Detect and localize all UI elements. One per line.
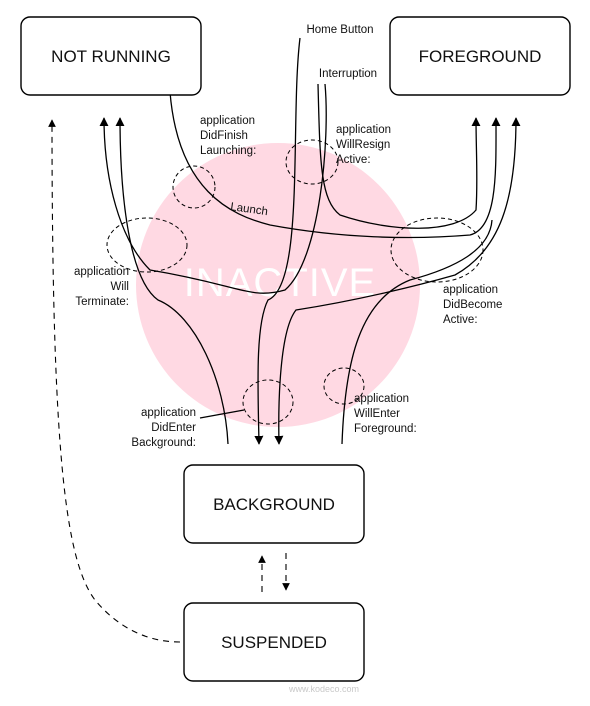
interruption-label: Interruption [319,68,377,80]
state-background: BACKGROUND [183,464,365,544]
will-resign-active-ring [285,139,339,185]
state-foreground: FOREGROUND [389,16,571,96]
will-enter-foreground-callout: application WillEnter Foreground: [354,393,417,435]
svg-text:WillEnter: WillEnter [354,408,400,420]
will-resign-active-callout: application WillResign Active: [336,124,391,166]
will-enter-foreground-path [341,219,493,445]
not-running-label: NOT RUNNING [51,47,171,66]
svg-text:Launching:: Launching: [200,145,256,157]
state-suspended: SUSPENDED [183,602,365,682]
background-label: BACKGROUND [213,495,335,514]
svg-text:application: application [336,124,391,136]
svg-text:DidFinish: DidFinish [200,130,248,142]
foreground-to-background-path [274,117,521,445]
svg-text:Terminate:: Terminate: [75,296,129,308]
svg-text:Foreground:: Foreground: [354,423,417,435]
svg-text:DidEnter: DidEnter [151,422,196,434]
did-become-active-callout: application DidBecome Active: [443,284,502,326]
svg-text:Active:: Active: [336,154,371,166]
svg-text:WillResign: WillResign [336,139,390,151]
did-enter-background-leader [199,409,245,419]
will-terminate-ring [106,217,188,273]
svg-text:Will: Will [110,281,129,293]
svg-text:application: application [443,284,498,296]
svg-text:application: application [200,115,255,127]
transition-curves [99,37,521,445]
did-finish-launching-ring [172,165,216,209]
home-button-label: Home Button [306,24,373,36]
svg-text:DidBecome: DidBecome [443,299,502,311]
svg-text:application: application [141,407,196,419]
watermark: www.kodeco.com [288,684,359,694]
svg-text:Background:: Background: [131,437,196,449]
did-finish-launching-callout: application DidFinish Launching: [200,115,256,157]
did-enter-background-callout: application DidEnter Background: [131,407,196,449]
foreground-label: FOREGROUND [419,47,542,66]
svg-text:Active:: Active: [443,314,478,326]
launch-label: Launch [230,201,269,218]
dashed-transitions [48,119,290,643]
will-enter-foreground-ring [323,367,365,405]
will-terminate-callout: application Will Terminate: [74,266,129,308]
terminate-path [115,117,229,445]
state-not-running: NOT RUNNING [20,16,202,96]
svg-text:application: application [354,393,409,405]
svg-text:application: application [74,266,129,278]
did-become-active-ring [390,217,484,283]
suspended-to-not-running-dashed [48,119,181,643]
did-enter-background-ring [242,379,294,425]
suspended-label: SUSPENDED [221,633,327,652]
